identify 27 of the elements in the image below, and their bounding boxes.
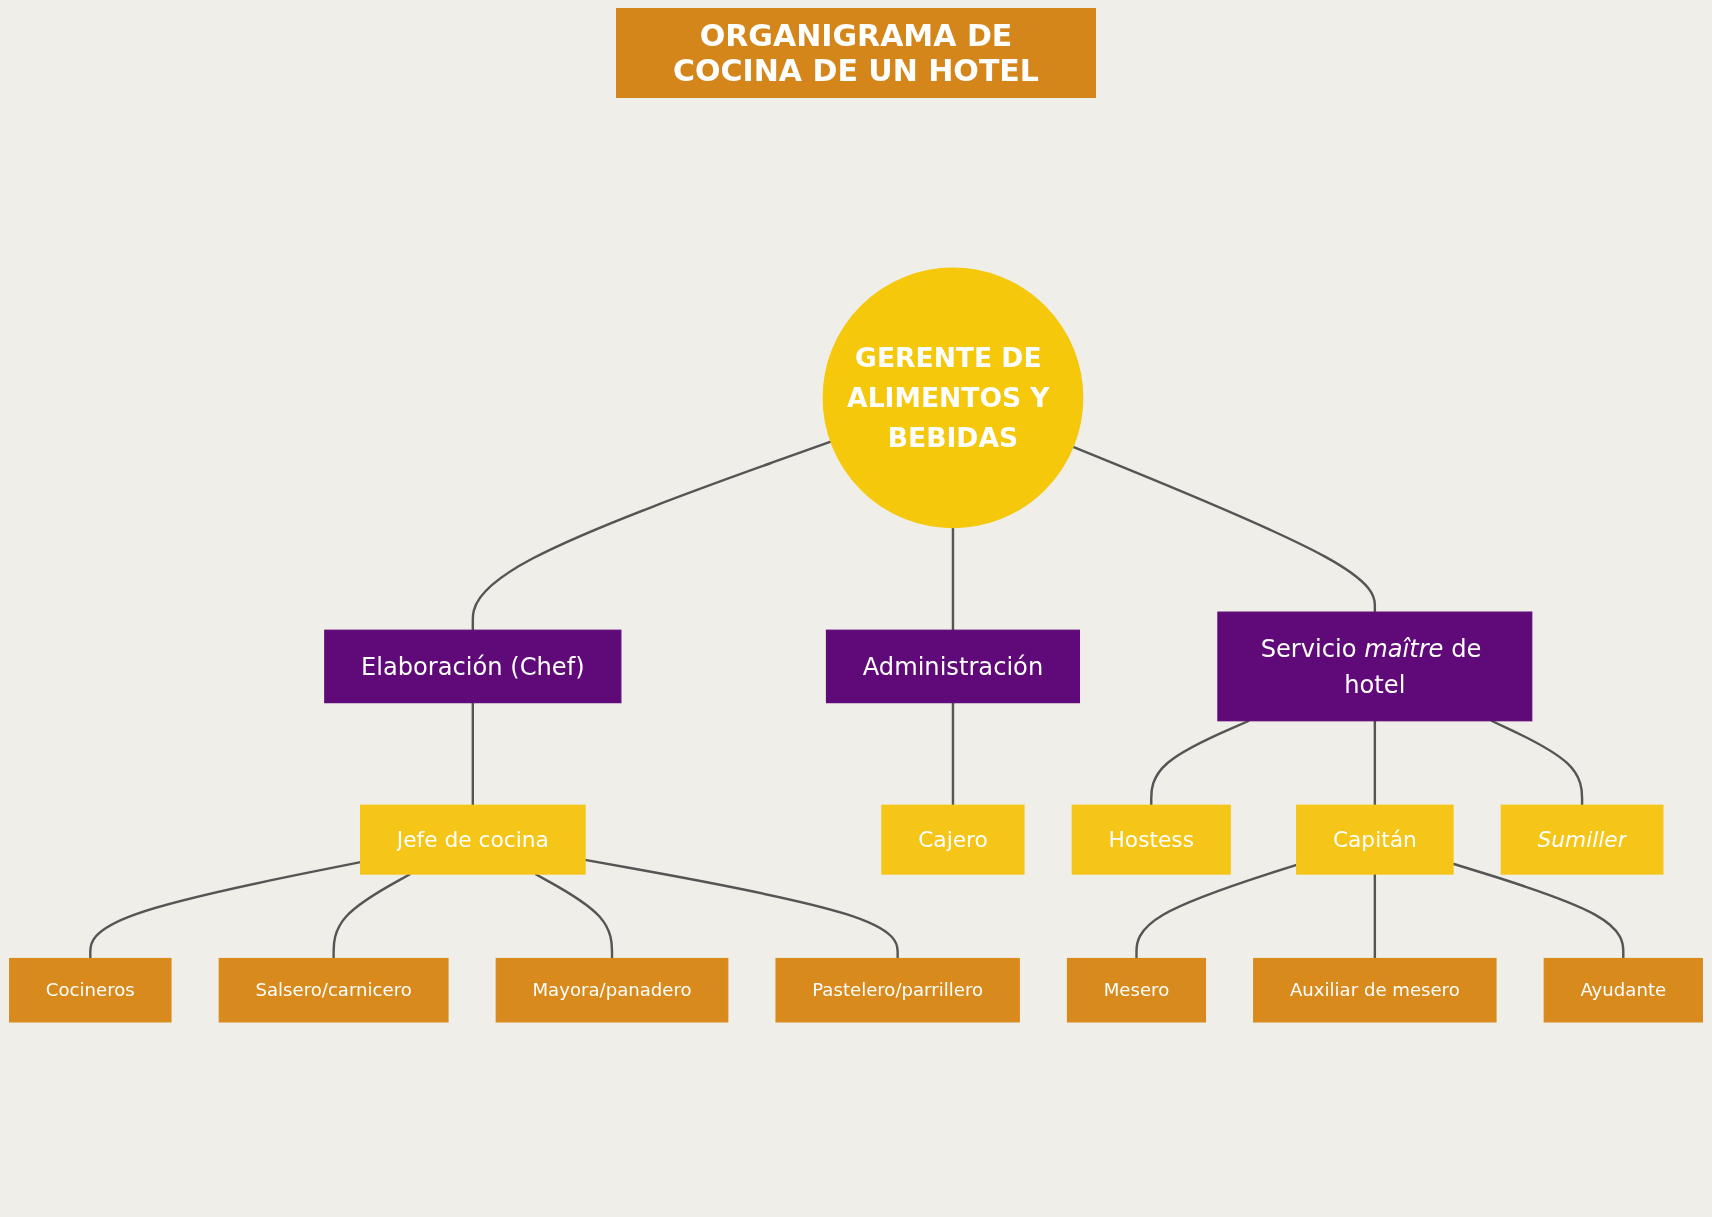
connector [332, 873, 411, 959]
node-box: Mayora/panadero [495, 957, 729, 1023]
node-circle: GERENTE DE ALIMENTOS Y BEBIDAS [822, 267, 1084, 529]
connector [1373, 874, 1377, 959]
connector [1490, 719, 1584, 806]
connector [951, 702, 955, 806]
connector [471, 440, 832, 631]
connector [534, 873, 614, 959]
node-box: Administración [825, 629, 1081, 704]
node-box: Elaboración (Chef) [324, 629, 622, 704]
connector [1373, 720, 1377, 806]
node-box: Mesero [1066, 957, 1207, 1023]
connector [89, 860, 361, 959]
node-box: Ayudante [1543, 957, 1703, 1023]
connector [471, 702, 475, 806]
node-box: Salsero/carnicero [218, 957, 449, 1023]
connector [1072, 445, 1377, 613]
node-box: Servicio maître de hotel [1217, 611, 1533, 722]
node-box: Pastelero/parrillero [775, 957, 1020, 1023]
connector [951, 527, 955, 631]
node-box: Cajero [881, 804, 1025, 875]
node-box: Capitán [1296, 804, 1454, 875]
node-box: Cocineros [9, 957, 172, 1023]
title-banner: ORGANIGRAMA DE COCINA DE UN HOTEL [616, 8, 1096, 98]
node-box: Hostess [1071, 804, 1231, 875]
node-box: Auxiliar de mesero [1253, 957, 1497, 1023]
connector [1150, 719, 1250, 806]
